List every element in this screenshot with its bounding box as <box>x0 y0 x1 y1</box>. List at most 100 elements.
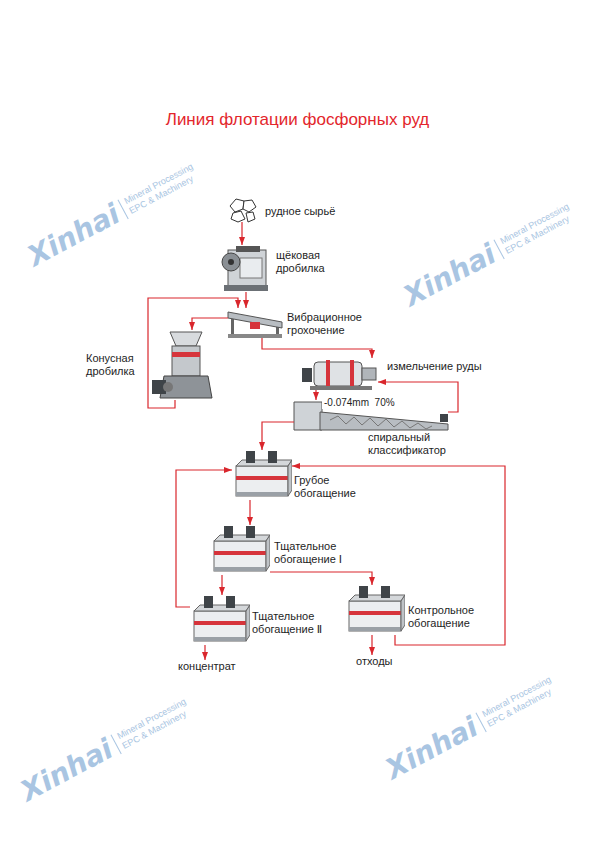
screen-deck <box>228 312 282 328</box>
ore-rock <box>230 199 244 212</box>
label-group: Вибрационное грохочение <box>287 311 367 337</box>
label-group: Конусная дробилка <box>86 352 144 378</box>
flow-arrow <box>192 318 228 330</box>
cone-pulley <box>163 382 173 392</box>
diagram-title: Линия флотации фосфорных руд <box>0 110 595 130</box>
screen-leg <box>231 318 234 335</box>
classifier-spiral <box>330 416 432 429</box>
watermark-tagline: Mineral ProcessingEPC & Machinery <box>110 696 193 754</box>
equipment-node: рудное сырьё <box>228 198 256 222</box>
node-label: отходы <box>356 655 395 668</box>
flow-arrow <box>270 572 372 585</box>
flow-arrow <box>221 575 222 595</box>
node-label: измельчение руды <box>387 360 482 373</box>
mill-base <box>310 386 372 390</box>
equipment-node: Вибрационное грохочение <box>228 308 282 338</box>
cone-hopper <box>170 332 202 346</box>
watermark: XinhaiMineral ProcessingEPC & Machinery <box>380 670 560 786</box>
watermark: XinhaiMineral ProcessingEPC & Machinery <box>398 197 578 313</box>
cone-base <box>160 376 212 398</box>
equipment-node: щёковая дробилка <box>222 245 270 292</box>
screen-motor <box>250 322 260 329</box>
equipment-node: Контрольное обогащение <box>345 585 405 635</box>
equipment-node: Грубое обогащение <box>232 450 292 500</box>
watermark-logo: Xinhai <box>15 733 118 808</box>
flow-arrow <box>371 635 372 655</box>
label-group: Контрольное обогащение <box>408 604 488 630</box>
mill-discharge <box>362 368 376 380</box>
screen-base <box>228 334 282 338</box>
mill-ring <box>326 360 330 388</box>
label-group: щёковая дробилка <box>276 249 336 275</box>
equipment-node: Тщательное обогащение Ⅰ <box>210 525 270 575</box>
node-label: спиральный классификатор <box>368 431 458 457</box>
ore-rock <box>231 211 245 222</box>
label-group: Тщательное обогащение Ⅱ <box>252 610 334 636</box>
size-label: -0.074mm 70% <box>322 397 397 409</box>
ore-rock <box>246 212 255 222</box>
flotation-cell <box>236 451 292 496</box>
vibrating-screen <box>228 312 282 338</box>
node-label: Тщательное обогащение Ⅱ <box>252 610 334 636</box>
label-group: концентрат <box>178 660 238 673</box>
screen-leg <box>276 327 279 335</box>
flow-arrow <box>176 470 232 607</box>
watermark-logo: Xinhai <box>22 198 125 273</box>
flow-arrow <box>249 500 250 525</box>
cone-crusher <box>152 332 212 398</box>
flow-arrow <box>241 222 242 245</box>
watermark-logo: Xinhai <box>380 711 483 786</box>
label-group: Тщательное обогащение Ⅰ <box>274 540 356 566</box>
node-label: Конусная дробилка <box>86 352 144 378</box>
mill-motor <box>302 368 312 382</box>
flotation-cell <box>194 596 250 641</box>
node-label: щёковая дробилка <box>276 249 336 275</box>
flotation-cell <box>349 586 405 631</box>
label-group: отходы <box>356 655 395 668</box>
classifier-tank <box>294 402 322 430</box>
ball-mill <box>302 360 376 390</box>
label-group: спиральный классификатор <box>368 431 458 457</box>
mill-ring <box>350 360 354 388</box>
node-label: концентрат <box>178 660 238 673</box>
jaw-base <box>224 285 268 291</box>
watermark: XinhaiMineral ProcessingEPC & Machinery <box>22 157 202 273</box>
label-group: Грубое обогащение <box>294 474 364 500</box>
label-group: измельчение руды <box>387 360 482 373</box>
flow-arrow <box>315 390 316 400</box>
product-node: концентрат <box>178 660 238 675</box>
node-label: Грубое обогащение <box>294 474 364 500</box>
equipment-node: Тщательное обогащение Ⅱ <box>190 595 250 645</box>
node-label: Тщательное обогащение Ⅰ <box>274 540 356 566</box>
node-label: Вибрационное грохочение <box>287 311 367 337</box>
flow-arrow <box>204 645 205 660</box>
equipment-node: Конусная дробилка <box>150 330 222 400</box>
jaw-feed <box>236 246 260 252</box>
equipment-node: измельчение руды <box>300 358 378 390</box>
flow-arrow <box>262 422 294 450</box>
flow-arrow <box>148 298 238 408</box>
cone-band <box>172 352 200 357</box>
classifier-trough <box>320 412 448 430</box>
ore-icon <box>230 199 256 222</box>
flotation-cell <box>214 526 270 571</box>
watermark: XinhaiMineral ProcessingEPC & Machinery <box>15 692 195 808</box>
classifier-drive <box>440 414 448 422</box>
cone-body <box>172 346 200 376</box>
watermark-tagline: Mineral ProcessingEPC & Machinery <box>117 161 200 219</box>
watermark-logo: Xinhai <box>398 238 501 313</box>
ore-rock <box>243 200 256 212</box>
jaw-flywheel <box>222 253 240 271</box>
product-node: отходы <box>356 655 395 670</box>
jaw-plate <box>240 258 262 278</box>
mill-drum <box>314 362 362 386</box>
jaw-hub <box>228 259 234 265</box>
node-label: рудное сырьё <box>265 205 335 218</box>
node-label: Контрольное обогащение <box>408 604 488 630</box>
flow-arrow <box>245 292 246 308</box>
label-group: рудное сырьё <box>265 205 335 218</box>
watermark-tagline: Mineral ProcessingEPC & Machinery <box>493 201 576 259</box>
flow-arrow <box>262 338 372 358</box>
watermark-tagline: Mineral ProcessingEPC & Machinery <box>475 674 558 732</box>
